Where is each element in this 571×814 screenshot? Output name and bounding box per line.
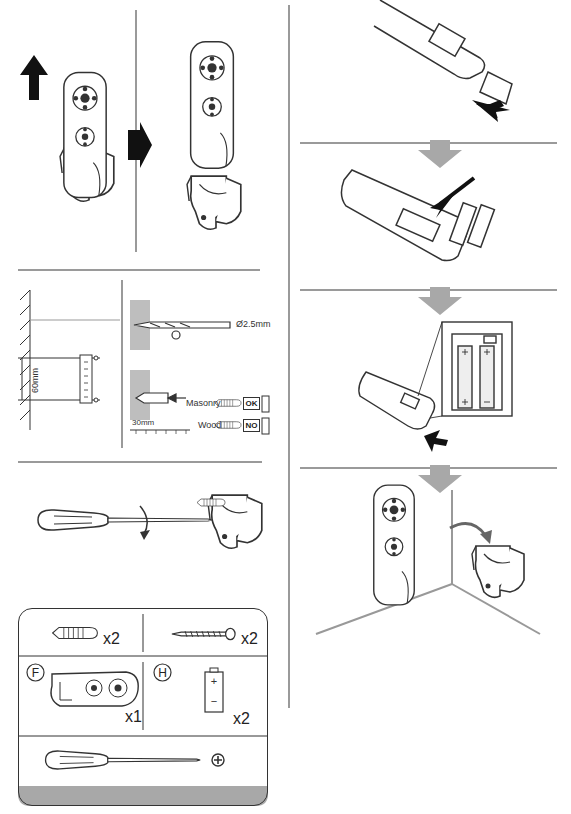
- dimension-label: 60mm: [31, 367, 40, 392]
- quantity-label: x1: [125, 709, 142, 725]
- part-letter-circle: H: [153, 663, 172, 682]
- dimension-label: Masonry: [186, 399, 221, 408]
- polarity-mark: −: [211, 696, 217, 707]
- verdict-box: NO: [243, 419, 260, 432]
- verdict-text: OK: [246, 400, 258, 408]
- parts-panel: x2x2x1x2FH: [18, 608, 268, 806]
- verdict-box: OK: [243, 397, 260, 410]
- part-letter: H: [158, 667, 167, 679]
- quantity-label: x2: [233, 711, 250, 727]
- quantity-label: x2: [241, 631, 258, 647]
- polarity-mark: +: [211, 676, 217, 687]
- dimension-label: Wood: [198, 421, 221, 430]
- part-letter: F: [32, 667, 39, 679]
- quantity-label: x2: [103, 631, 120, 647]
- dimension-label: Ø2.5mm: [236, 320, 271, 329]
- dimension-label: 30mm: [132, 419, 154, 427]
- verdict-text: NO: [246, 422, 258, 430]
- part-letter-circle: F: [26, 663, 45, 682]
